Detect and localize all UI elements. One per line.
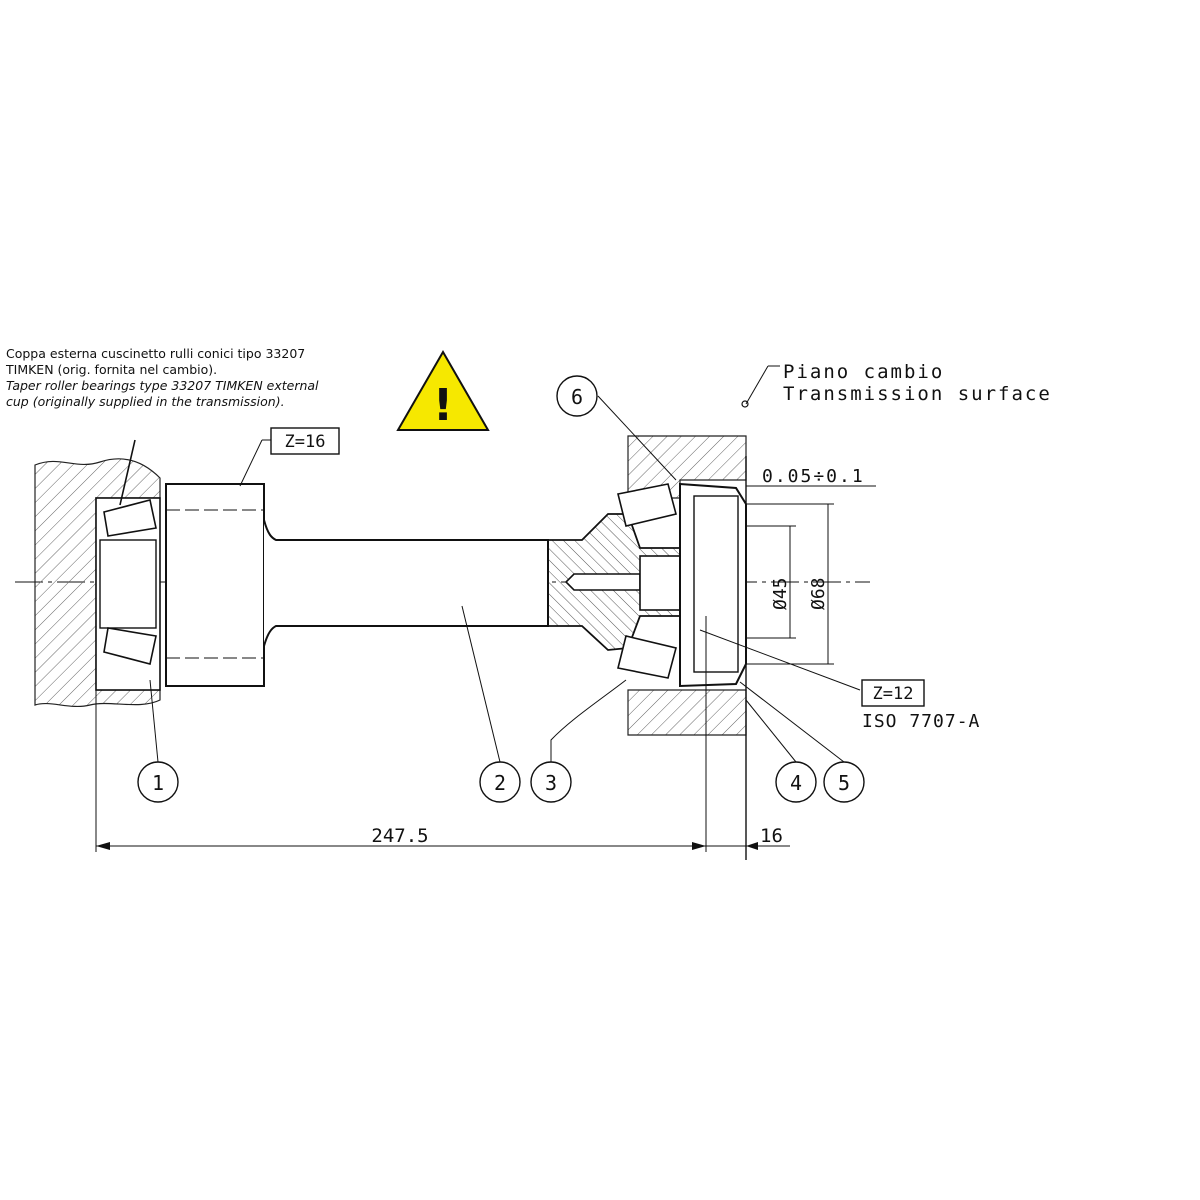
balloon-2-text: 2 bbox=[494, 771, 506, 795]
diameter-68-label: Ø68 bbox=[808, 577, 829, 610]
left-lower-roller bbox=[103, 627, 157, 665]
note-english-line-1: Taper roller bearings type 33207 TIMKEN … bbox=[6, 378, 319, 393]
balloon-6-text: 6 bbox=[571, 385, 583, 409]
end-cover-inner bbox=[693, 495, 739, 673]
balloon-3-text: 3 bbox=[545, 771, 557, 795]
balloon-5 bbox=[823, 761, 865, 803]
left-bearing-inner-race bbox=[99, 539, 157, 629]
balloon-5-text: 5 bbox=[838, 771, 850, 795]
right-housing-lower bbox=[627, 689, 747, 736]
balloon-1-text: 1 bbox=[152, 771, 164, 795]
left-upper-roller bbox=[103, 499, 157, 537]
gear-left-label: Z=16 bbox=[285, 432, 326, 452]
shaft bbox=[263, 519, 549, 647]
note-italian-line-2: TIMKEN (orig. fornita nel cambio). bbox=[6, 362, 218, 377]
balloon-4-text: 4 bbox=[790, 771, 802, 795]
balloon-3 bbox=[530, 761, 572, 803]
gear-left-leader bbox=[239, 439, 263, 487]
warning-exclamation: ! bbox=[433, 380, 453, 431]
gear-right-box bbox=[861, 679, 925, 707]
note-leader bbox=[119, 439, 136, 506]
tolerance-label: 0.05÷0.1 bbox=[762, 466, 865, 487]
diameter-45-label: Ø45 bbox=[770, 577, 791, 610]
gear-right-leader bbox=[699, 629, 861, 691]
bearing-note: Coppa esterna cuscinetto rulli conici ti… bbox=[6, 346, 386, 410]
axial-bore bbox=[564, 573, 641, 591]
dim-offset-label: 16 bbox=[760, 825, 783, 847]
surface-label-en: Transmission surface bbox=[783, 383, 1052, 405]
left-gear bbox=[165, 483, 265, 687]
gear-right-label: Z=12 bbox=[873, 684, 914, 704]
right-upper-roller bbox=[617, 483, 677, 527]
balloon-4 bbox=[775, 761, 817, 803]
surface-label-it: Piano cambio bbox=[783, 361, 944, 383]
balloon-2 bbox=[479, 761, 521, 803]
spline-standard-label: ISO 7707-A bbox=[862, 711, 980, 732]
right-lower-roller bbox=[617, 635, 677, 679]
dim-length-label: 247.5 bbox=[371, 825, 428, 847]
balloon-1 bbox=[137, 761, 179, 803]
note-english-line-2: cup (originally supplied in the transmis… bbox=[6, 394, 285, 409]
balloon-6 bbox=[556, 375, 598, 417]
gear-left-box bbox=[270, 427, 340, 455]
note-italian-line-1: Coppa esterna cuscinetto rulli conici ti… bbox=[6, 346, 306, 361]
warning-icon: ! bbox=[396, 349, 490, 431]
